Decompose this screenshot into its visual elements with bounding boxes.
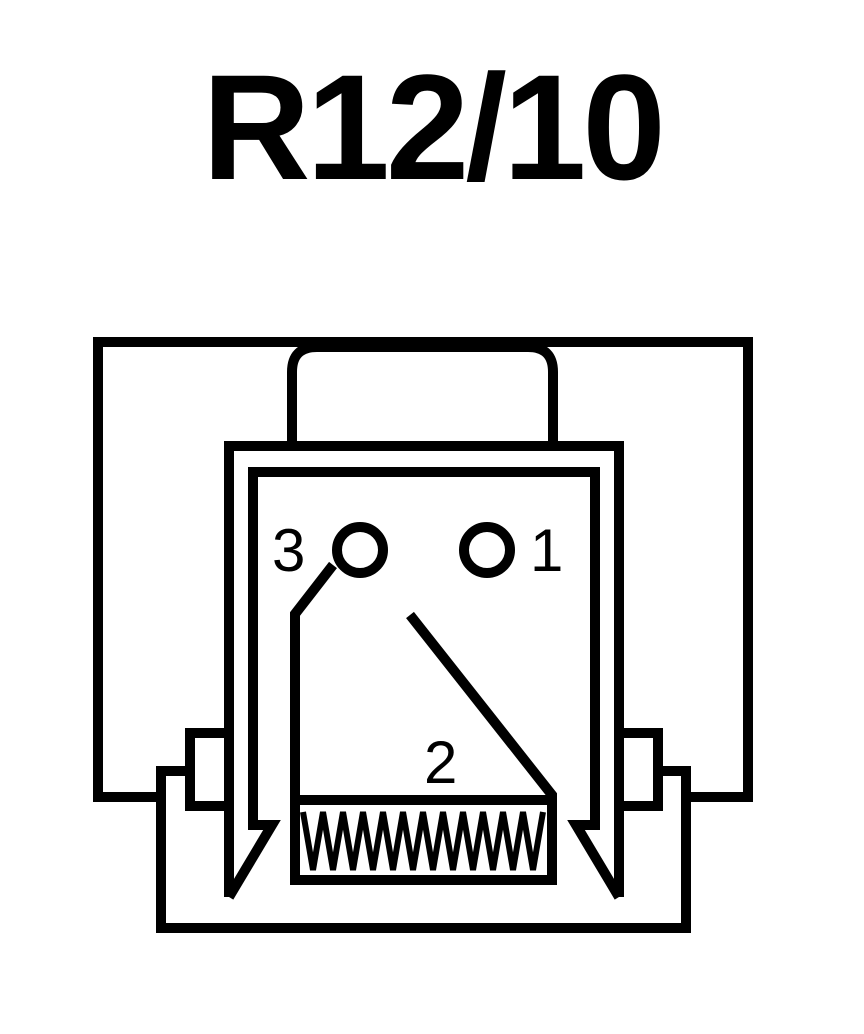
pin-1-terminal	[459, 522, 515, 578]
pin-3-label: 3	[272, 517, 305, 584]
right-tab	[614, 728, 663, 811]
housing-outer-wall	[224, 441, 624, 897]
pin-3-lead	[290, 561, 337, 800]
component-title: R12/10	[202, 43, 666, 211]
pin-1-label: 1	[530, 517, 563, 584]
base-bracket	[156, 766, 691, 933]
pin-3-terminal	[332, 522, 388, 578]
resistor-zigzag	[300, 811, 546, 871]
left-tab	[185, 728, 234, 811]
resistor-body	[290, 795, 557, 885]
knob	[287, 342, 558, 445]
housing-inner-wall	[224, 467, 624, 900]
pin-2-label: 2	[424, 729, 457, 796]
